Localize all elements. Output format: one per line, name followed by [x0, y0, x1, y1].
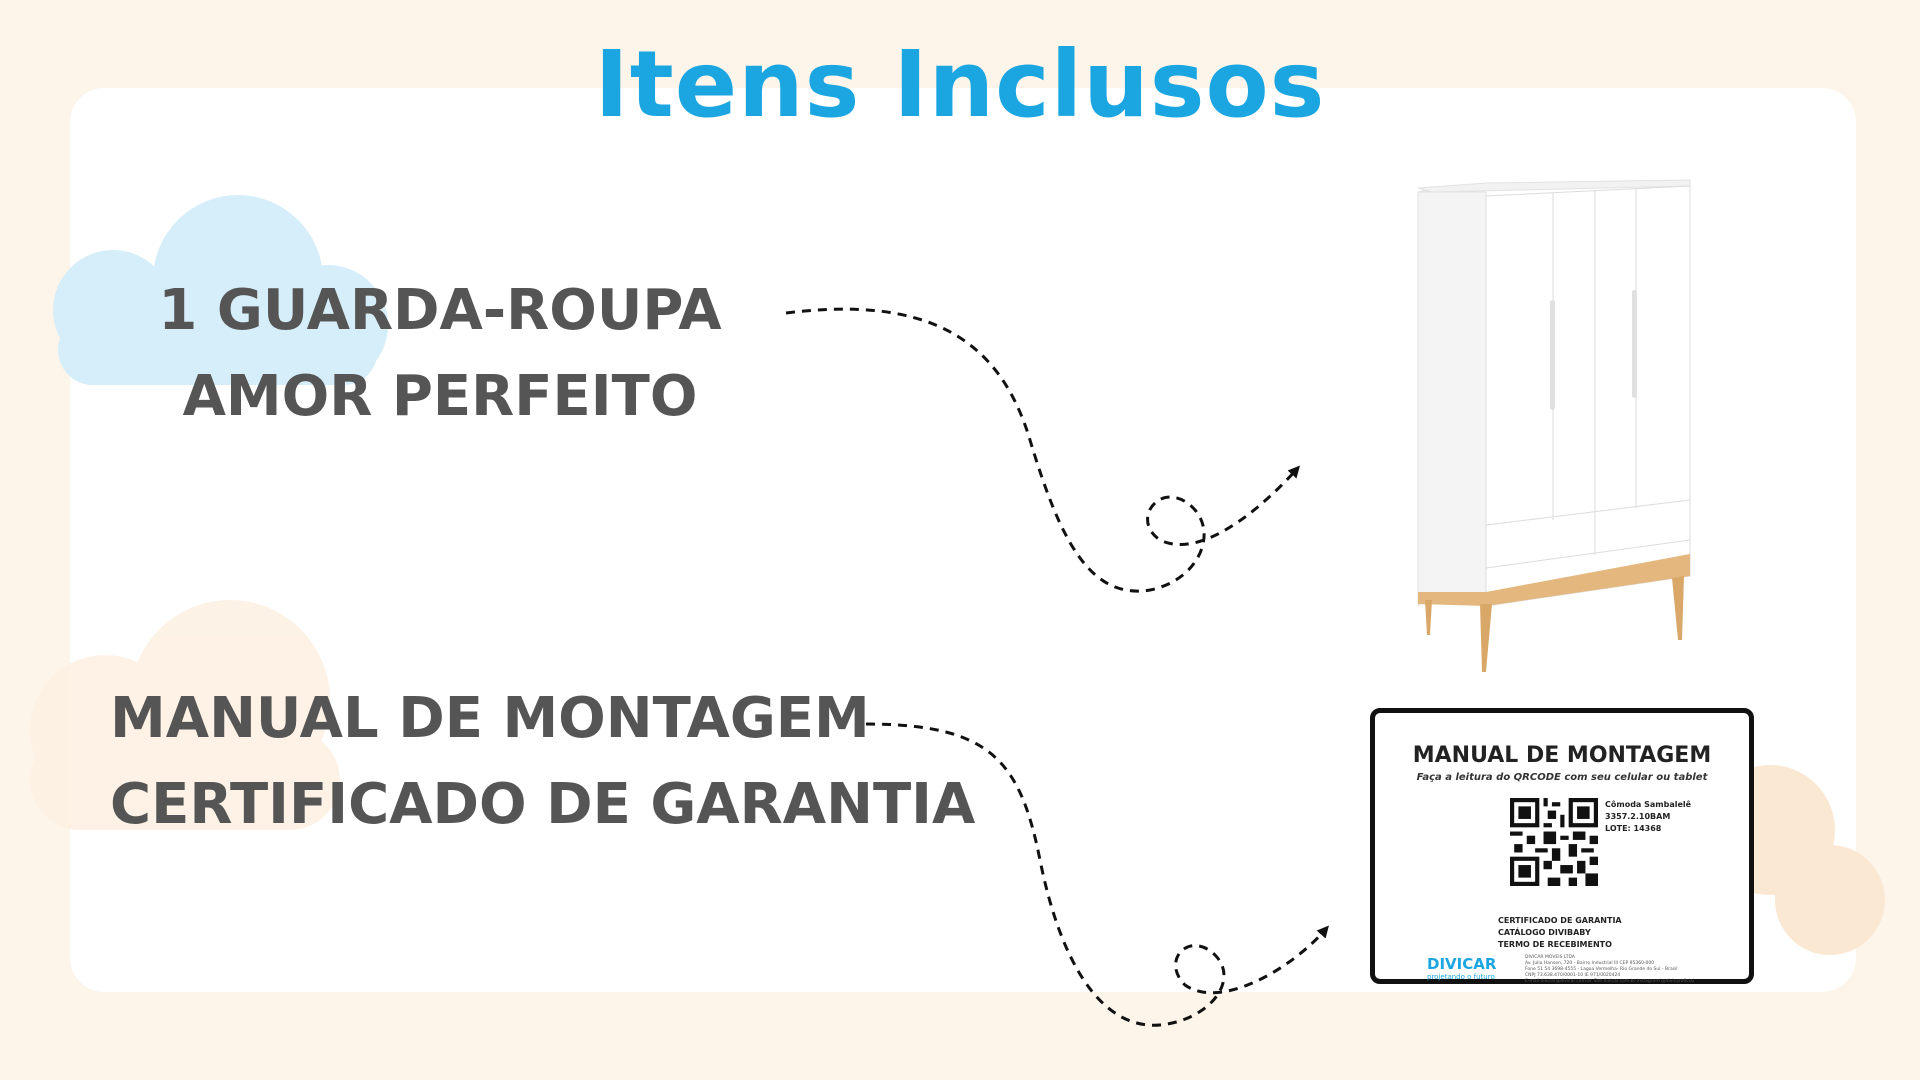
dashed-arrow-2-icon: [865, 722, 1329, 1027]
product-code: 3357.2.10BAM: [1605, 812, 1671, 821]
peach-cloud-icon: [30, 600, 340, 830]
manual-card-documents: CERTIFICADO DE GARANTIA CATÁLOGO DIVIBAB…: [1498, 915, 1622, 951]
item-manual-line-2: CERTIFICADO DE GARANTIA: [110, 772, 976, 837]
address-line: CNPJ 73.638.470/0001-10 IE 971/0020424: [1525, 973, 1621, 978]
address-line: Fone 51 54 3698-4555 - Lagoa Vermelha- R…: [1525, 967, 1678, 972]
wardrobe-image: [1417, 179, 1691, 672]
item-manual-line-1: MANUAL DE MONTAGEM: [110, 686, 870, 751]
doc-warranty: CERTIFICADO DE GARANTIA: [1498, 916, 1622, 925]
item-wardrobe-line-2: AMOR PERFEITO: [182, 364, 698, 429]
item-manual-label: MANUAL DE MONTAGEM CERTIFICADO DE GARANT…: [110, 676, 975, 848]
address-line: DIVICAR MÓVEIS LTDA: [1525, 955, 1575, 960]
company-address: DIVICAR MÓVEIS LTDA Av. Julio Hansen, 72…: [1525, 955, 1745, 985]
manual-card-product: Cômoda Sambalelê 3357.2.10BAM LOTE: 1436…: [1605, 799, 1691, 835]
item-wardrobe-label: 1 GUARDA-ROUPA AMOR PERFEITO: [140, 268, 740, 440]
blue-cloud-icon: [53, 195, 388, 385]
doc-catalog: CATÁLOGO DIVIBABY: [1498, 928, 1591, 937]
address-line: Av. Julio Hansen, 720 - Bairro Industria…: [1525, 961, 1655, 966]
manual-card-title: MANUAL DE MONTAGEM: [1412, 743, 1712, 768]
item-wardrobe-line-1: 1 GUARDA-ROUPA: [158, 278, 722, 343]
doc-receipt: TERMO DE RECEBIMENTO: [1498, 940, 1612, 949]
manual-card-image: MANUAL DE MONTAGEM Faça a leitura do QRC…: [1370, 708, 1754, 984]
brand-tagline: projetando o futuro: [1427, 973, 1495, 981]
page-title: Itens Inclusos: [594, 31, 1326, 138]
product-name: Cômoda Sambalelê: [1605, 800, 1692, 809]
brand-logo: DIVICAR: [1427, 955, 1497, 973]
product-lot: LOTE: 14368: [1605, 824, 1662, 833]
dashed-arrow-1-icon: [785, 307, 1301, 593]
manual-card-subtitle: Faça a leitura do QRCODE com seu celular…: [1416, 772, 1708, 783]
qr-code-icon: [1510, 798, 1598, 886]
address-line: E-mail divicar@divicar.com.br Site divic…: [1525, 979, 1694, 984]
